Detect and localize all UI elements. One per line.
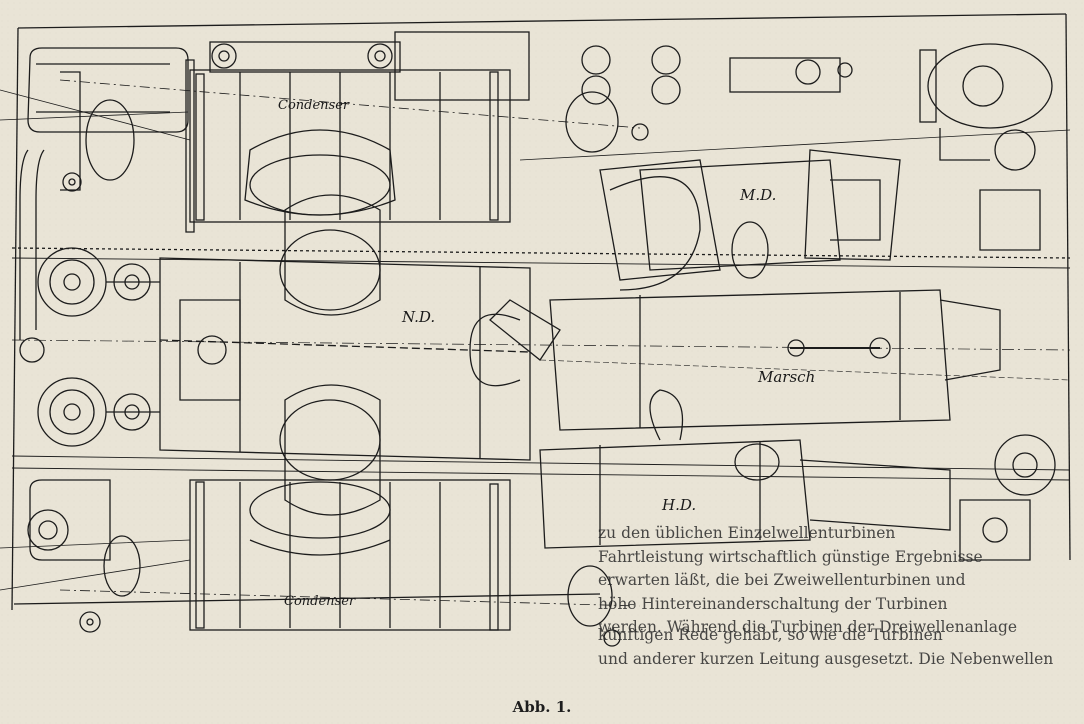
prose-line-4: höhe Hintereinanderschaltung der Turbine…	[598, 594, 948, 613]
label-condenser-bottom: Condenser	[284, 594, 356, 609]
hull-line-top	[17, 13, 1067, 29]
tank-right	[927, 43, 1053, 129]
figure-caption: Abb. 1.	[512, 698, 572, 716]
nd-turbine-casing	[159, 257, 531, 461]
prose-line-5: werden. Während die Turbinen der Dreiwel…	[598, 618, 1018, 636]
prose-line-6: künftigen Rede gehabt, so wie die Turbin…	[598, 626, 943, 644]
condenser-top-body	[189, 69, 511, 223]
label-nd: N.D.	[402, 308, 436, 326]
hd-turbine-casing	[539, 439, 811, 549]
page-prose-lower: künftigen Rede gehabt, so wie die Turbin…	[598, 624, 1076, 671]
label-marsch: Marsch	[758, 368, 816, 386]
marsch-turbine-casing	[549, 289, 951, 431]
label-md: M.D.	[740, 186, 777, 204]
prose-line-2: Fahrtleistung wirtschaftlich günstige Er…	[598, 547, 983, 566]
md-turbine-casing	[639, 159, 841, 271]
prose-line-1: zu den üblichen Einzelwellenturbinen	[598, 524, 896, 542]
prose-line-7: und anderer kurzen Leitung ausgesetzt. D…	[598, 649, 1054, 668]
prose-line-3: erwarten läßt, die bei Zweiwellenturbine…	[598, 571, 966, 589]
label-condenser-top: Condenser	[278, 98, 350, 113]
condenser-top-box	[394, 31, 530, 101]
page-prose: zu den üblichen Einzelwellenturbinen Fah…	[598, 522, 1076, 640]
hull-line-bottom	[13, 593, 601, 605]
condenser-bottom-body	[189, 479, 511, 631]
label-hd: H.D.	[662, 496, 697, 514]
